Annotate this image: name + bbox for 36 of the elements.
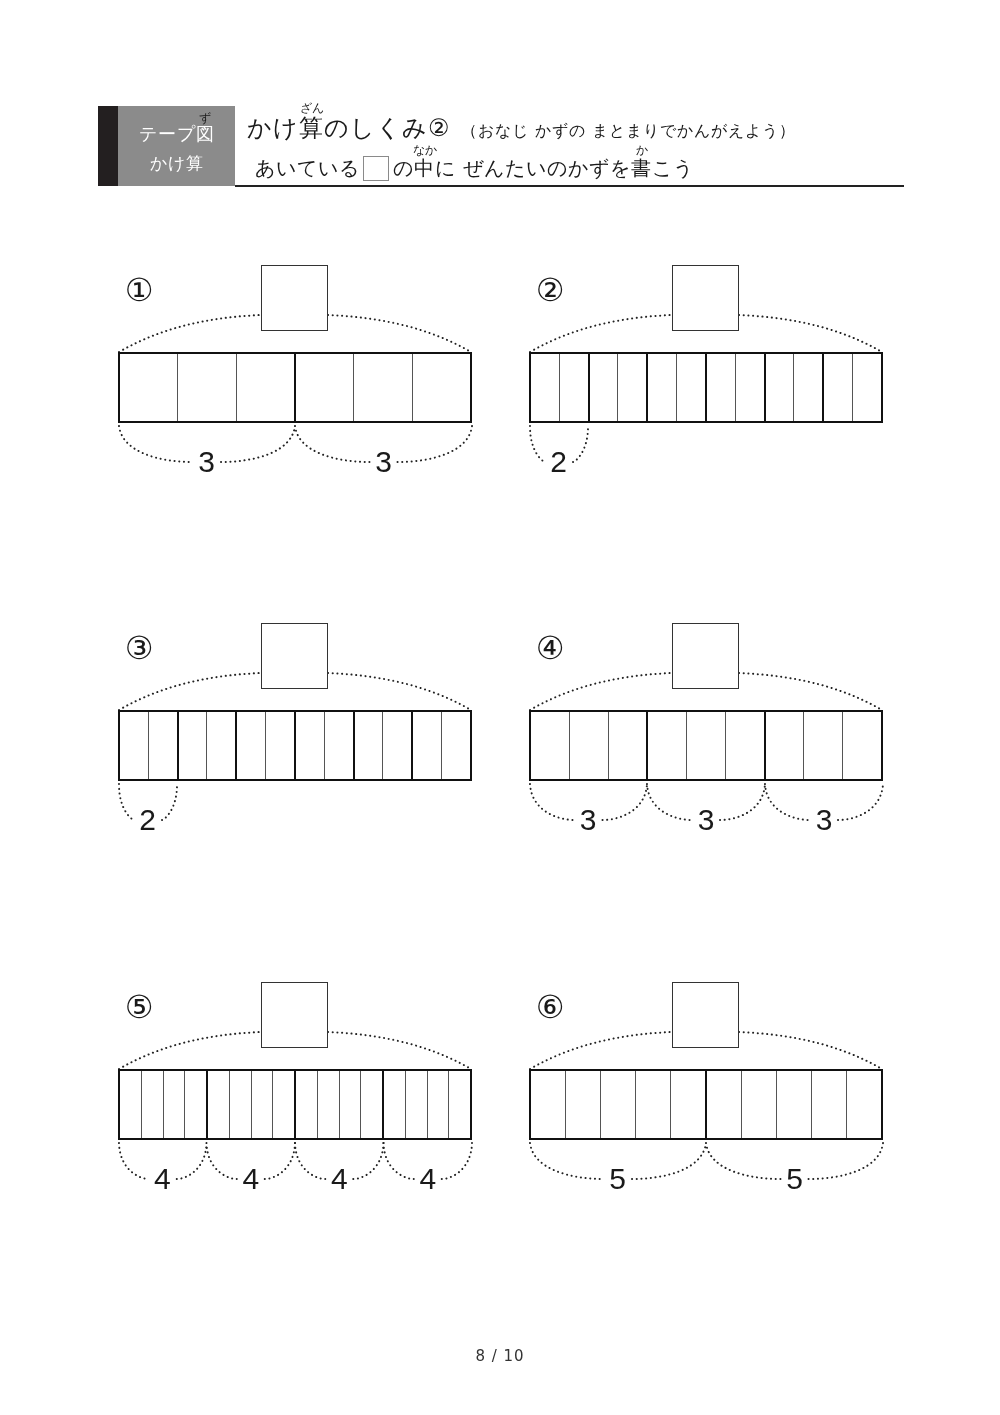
tape-bar [529,710,883,781]
tab-title: テープ図 [138,124,215,144]
instruction-text: の中に ぜんたいのかずを書こう [393,156,695,181]
answer-box [261,265,328,331]
answer-box [261,982,328,1048]
dotted-connector [118,314,262,353]
answer-box [672,265,739,331]
furigana: か [635,144,648,156]
problem-number: ① [124,274,154,306]
subtitle: （おなじ かずの まとまりでかんがえよう） [460,121,796,141]
dotted-connector [529,1031,673,1070]
problem-number: ② [535,274,565,306]
page-number: 8 / 10 [475,1347,525,1365]
answer-box [261,623,328,689]
problem-number: ⑤ [124,991,154,1023]
tape-bar [529,1069,883,1140]
tape-bar [529,352,883,423]
worksheet-title: かけ算のしくみ② [247,114,451,143]
furigana: なか [412,144,437,156]
problem-number: ⑥ [535,991,565,1023]
problem-number: ④ [535,632,565,664]
answer-box [672,623,739,689]
dotted-connector [529,672,673,711]
answer-box [672,982,739,1048]
instruction-text: あいている [255,156,360,181]
tab-subtitle: かけ算 [149,153,204,173]
dotted-connector [118,1031,262,1070]
problem-number: ③ [124,632,154,664]
tape-bar [118,1069,472,1140]
tape-bar [118,710,472,781]
dotted-connector [529,314,673,353]
dotted-connector [118,672,262,711]
tape-bar [118,352,472,423]
furigana: ざん [299,102,324,114]
furigana: ず [199,112,211,124]
header-tab [98,106,235,186]
